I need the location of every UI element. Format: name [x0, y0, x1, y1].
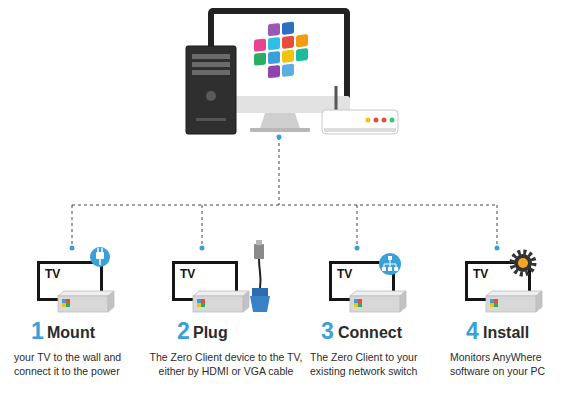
pc-tower	[186, 46, 236, 134]
step-heading: Install	[483, 325, 529, 341]
step-number: 4	[466, 320, 479, 343]
step-heading: Plug	[193, 325, 228, 341]
logo-tile	[282, 22, 294, 35]
dashed-wire	[72, 205, 497, 206]
logo-tile	[296, 48, 308, 61]
router-led	[390, 118, 395, 123]
screen-label: TV	[180, 267, 195, 281]
logo-tile	[254, 53, 266, 66]
wire-dot	[277, 135, 282, 140]
screen-label: TV	[473, 267, 488, 281]
network-icon	[388, 256, 392, 260]
dashed-wire	[279, 137, 280, 205]
router-base	[324, 128, 396, 132]
step-description: Monitors AnyWhere software on your PC	[450, 350, 566, 378]
hdmi-plug	[256, 240, 262, 245]
cable	[259, 259, 261, 288]
tv-screen: TV	[465, 261, 531, 301]
plug-icon	[97, 248, 99, 252]
tower-vent	[196, 118, 226, 121]
plug-icon	[96, 252, 104, 259]
router-led	[374, 118, 379, 123]
step-heading: Connect	[338, 325, 402, 341]
logo-tile	[268, 23, 280, 36]
router-led	[366, 118, 371, 123]
logo-tiles	[254, 20, 308, 80]
drive-bay	[192, 70, 230, 75]
step-description: The Zero Client to your existing network…	[310, 350, 435, 378]
monitor-stand	[260, 113, 300, 128]
hdmi-plug	[254, 244, 264, 259]
wire-dot	[495, 246, 500, 251]
router-antenna	[335, 86, 338, 112]
step-description: The Zero Client device to the TV, either…	[146, 350, 306, 378]
router-led	[382, 118, 387, 123]
drive-bay	[192, 62, 230, 67]
logo-tile	[282, 50, 294, 63]
drive-bay	[192, 54, 230, 59]
dashed-wire	[202, 205, 203, 247]
step-number: 2	[177, 320, 190, 343]
logo-tile	[254, 39, 266, 52]
logo-tile	[268, 51, 280, 64]
screen-label: TV	[45, 267, 60, 281]
logo-tile	[282, 36, 294, 49]
dashed-wire	[357, 205, 358, 247]
logo-tile	[282, 64, 294, 77]
dashed-wire	[497, 205, 498, 247]
vga-plug	[252, 288, 268, 296]
tv-screen: TV	[37, 261, 103, 301]
wire-dot	[70, 246, 75, 251]
dashed-wiring	[72, 137, 497, 247]
step-number: 1	[31, 320, 44, 343]
logo-tile	[268, 65, 280, 78]
logo-tile	[296, 34, 308, 47]
wire-dot	[200, 246, 205, 251]
tv-screen: TV	[172, 261, 238, 301]
vga-plug	[250, 296, 270, 312]
dashed-wire	[72, 205, 73, 247]
plug-icon	[101, 248, 103, 252]
step-heading: Mount	[47, 325, 95, 341]
monitor-base	[250, 128, 310, 132]
logo-tile	[268, 37, 280, 50]
router	[322, 110, 398, 134]
wire-dot	[355, 246, 360, 251]
screen-label: TV	[337, 267, 352, 281]
tv-screen: TV	[329, 261, 395, 301]
step-description: your TV to the wall and connect it to th…	[14, 350, 139, 378]
step-number: 3	[321, 320, 334, 343]
power-button	[206, 91, 216, 101]
